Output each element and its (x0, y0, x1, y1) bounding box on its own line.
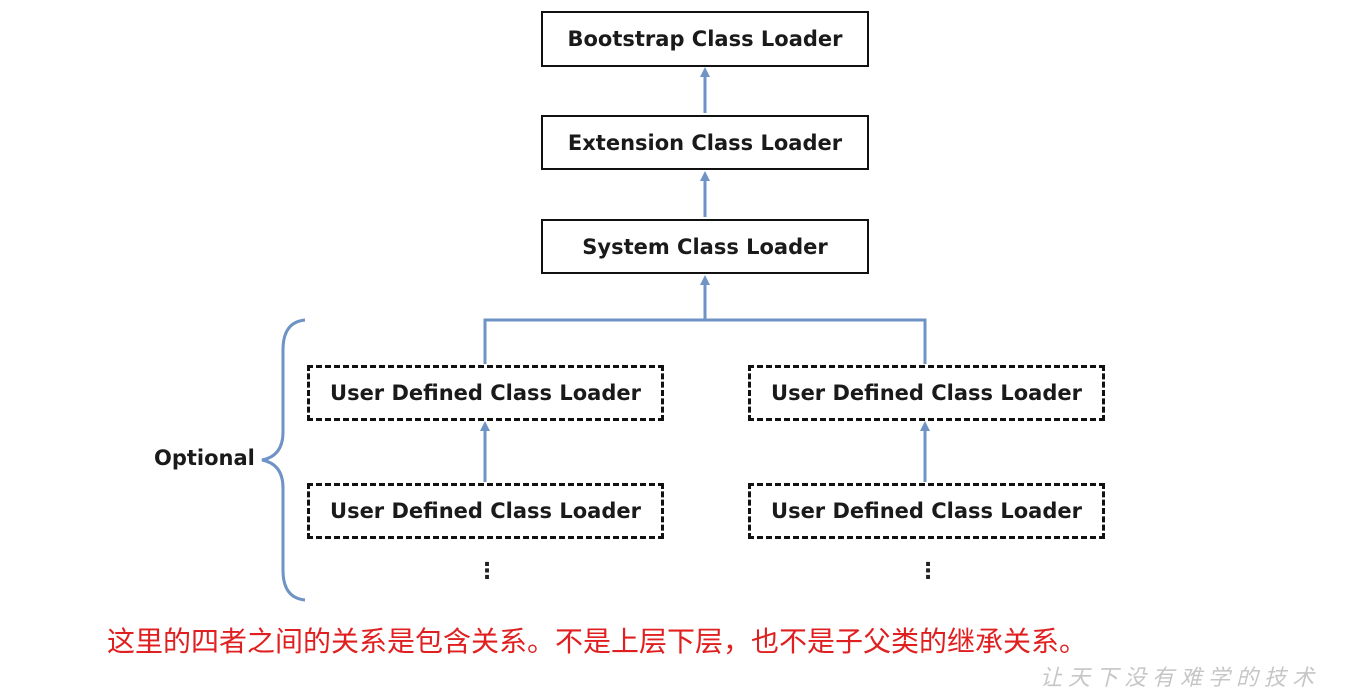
extension-class-loader-label: Extension Class Loader (567, 130, 843, 155)
explanation-caption: 这里的四者之间的关系是包含关系。不是上层下层，也不是子父类的继承关系。 (107, 625, 1088, 658)
user-defined-class-loader-box-left-bottom: User Defined Class Loader (307, 483, 664, 539)
user-defined-class-loader-label: User Defined Class Loader (330, 499, 641, 523)
extension-class-loader-box: Extension Class Loader (541, 115, 869, 170)
bootstrap-class-loader-box: Bootstrap Class Loader (541, 11, 869, 67)
user-defined-class-loader-label: User Defined Class Loader (771, 381, 1082, 405)
user-defined-class-loader-box-left-top: User Defined Class Loader (307, 365, 664, 421)
user-defined-class-loader-box-right-top: User Defined Class Loader (748, 365, 1105, 421)
watermark: 让天下没有难学的技术 (1040, 666, 1321, 691)
ellipsis-right: ⋮ (917, 559, 939, 584)
user-defined-class-loader-label: User Defined Class Loader (771, 499, 1082, 523)
system-class-loader-box: System Class Loader (541, 219, 869, 274)
optional-label: Optional (154, 446, 255, 470)
optional-brace (261, 318, 306, 602)
branch-connector (483, 318, 927, 364)
user-defined-class-loader-label: User Defined Class Loader (330, 381, 641, 405)
bootstrap-class-loader-label: Bootstrap Class Loader (567, 27, 843, 51)
system-class-loader-label: System Class Loader (582, 234, 828, 259)
user-defined-class-loader-box-right-bottom: User Defined Class Loader (748, 483, 1105, 539)
ellipsis-left: ⋮ (476, 559, 498, 584)
